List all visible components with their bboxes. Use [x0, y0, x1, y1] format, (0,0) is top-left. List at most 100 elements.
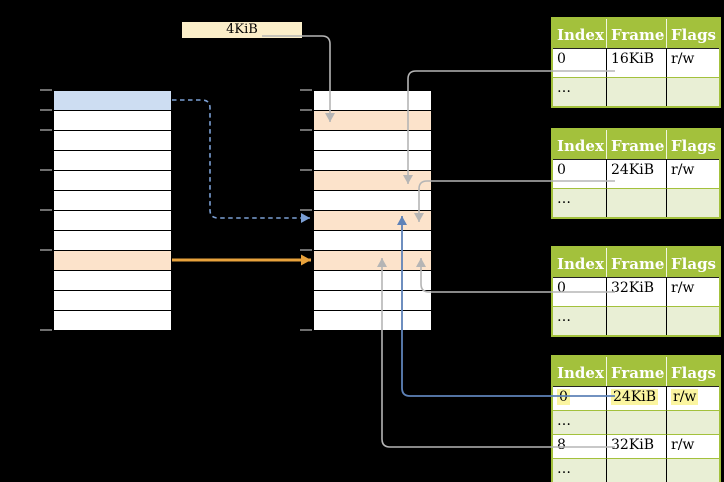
cell-index: 0 [553, 277, 607, 306]
column-header-frame: Frame [607, 357, 667, 386]
cell-flags: r/w [667, 434, 719, 458]
address-tick [40, 129, 52, 131]
cell-flags: r/w [667, 48, 719, 77]
table-row-ellipsis: … [553, 410, 719, 434]
address-tick [40, 209, 52, 211]
table-row-ellipsis: … [553, 306, 719, 335]
cell-frame [607, 77, 667, 106]
memory-row [54, 151, 171, 171]
cell-index: 0 [553, 159, 607, 188]
column-header-flags: Flags [667, 130, 719, 159]
column-header-index: Index [553, 357, 607, 386]
memory-row [54, 211, 171, 231]
memory-row [314, 291, 431, 311]
physical-memory-column [313, 90, 432, 331]
column-header-index: Index [553, 19, 607, 48]
column-header-frame: Frame [607, 248, 667, 277]
address-tick [300, 89, 312, 91]
address-tick [300, 209, 312, 211]
page-table-1: Index Frame Flags 0 16KiB r/w … [551, 17, 721, 108]
memory-row [54, 291, 171, 311]
column-header-index: Index [553, 248, 607, 277]
cell-flags [667, 77, 719, 106]
cell-frame: 32KiB [607, 434, 667, 458]
cell-index: … [553, 458, 607, 482]
cell-frame: 24KiB [607, 159, 667, 188]
cell-flags [667, 306, 719, 335]
column-header-flags: Flags [667, 248, 719, 277]
highlighted-value: 0 [557, 389, 570, 405]
cell-index: … [553, 188, 607, 217]
page-size-label: 4KiB [182, 22, 302, 38]
highlighted-value: 24KiB [611, 389, 659, 405]
address-tick [40, 89, 52, 91]
table-row-highlighted: 0 24KiB r/w [553, 386, 719, 410]
memory-row [314, 311, 431, 330]
cell-flags [667, 188, 719, 217]
cell-index: … [553, 306, 607, 335]
memory-row [54, 311, 171, 330]
memory-row [314, 231, 431, 251]
cell-flags [667, 458, 719, 482]
memory-row [54, 251, 171, 271]
table-row: 0 32KiB r/w [553, 277, 719, 306]
address-tick [300, 129, 312, 131]
table-row-ellipsis: … [553, 77, 719, 106]
memory-row [314, 111, 431, 131]
cell-index: 0 [553, 386, 607, 410]
cell-frame [607, 458, 667, 482]
column-header-flags: Flags [667, 357, 719, 386]
memory-row [314, 211, 431, 231]
table-header-row: Index Frame Flags [553, 19, 719, 48]
address-tick [40, 169, 52, 171]
memory-row [54, 231, 171, 251]
page-table-2: Index Frame Flags 0 24KiB r/w … [551, 128, 721, 219]
cell-flags: r/w [667, 386, 719, 410]
cell-frame: 16KiB [607, 48, 667, 77]
memory-row [314, 91, 431, 111]
column-header-frame: Frame [607, 130, 667, 159]
table-row-ellipsis: … [553, 458, 719, 482]
memory-row [54, 91, 171, 111]
memory-row [54, 171, 171, 191]
address-tick [40, 249, 52, 251]
cell-flags [667, 410, 719, 434]
address-tick [40, 109, 52, 111]
memory-row [54, 131, 171, 151]
address-tick [40, 329, 52, 331]
memory-row [314, 191, 431, 211]
cell-flags: r/w [667, 159, 719, 188]
page-table-3: Index Frame Flags 0 32KiB r/w … [551, 246, 721, 337]
memory-row [314, 171, 431, 191]
cell-index: … [553, 410, 607, 434]
address-tick [300, 249, 312, 251]
highlighted-value: r/w [671, 389, 699, 405]
memory-row [314, 131, 431, 151]
cell-index: 8 [553, 434, 607, 458]
cell-frame: 24KiB [607, 386, 667, 410]
memory-row [54, 191, 171, 211]
table-header-row: Index Frame Flags [553, 248, 719, 277]
cell-frame [607, 188, 667, 217]
table-row-ellipsis: … [553, 188, 719, 217]
table-row: 0 16KiB r/w [553, 48, 719, 77]
address-tick [300, 109, 312, 111]
cell-index: … [553, 77, 607, 106]
memory-row [54, 271, 171, 291]
column-header-frame: Frame [607, 19, 667, 48]
table-row: 8 32KiB r/w [553, 434, 719, 458]
page-table-4: Index Frame Flags 0 24KiB r/w … 8 32KiB … [551, 355, 721, 482]
cell-frame [607, 306, 667, 335]
memory-row [314, 151, 431, 171]
table-row: 0 24KiB r/w [553, 159, 719, 188]
address-tick [300, 329, 312, 331]
column-header-flags: Flags [667, 19, 719, 48]
table-header-row: Index Frame Flags [553, 357, 719, 386]
cell-index: 0 [553, 48, 607, 77]
table-header-row: Index Frame Flags [553, 130, 719, 159]
arrow-virtual-page-to-frame-dashed [172, 99, 310, 223]
memory-row [314, 271, 431, 291]
address-tick [300, 169, 312, 171]
virtual-memory-column [53, 90, 172, 331]
